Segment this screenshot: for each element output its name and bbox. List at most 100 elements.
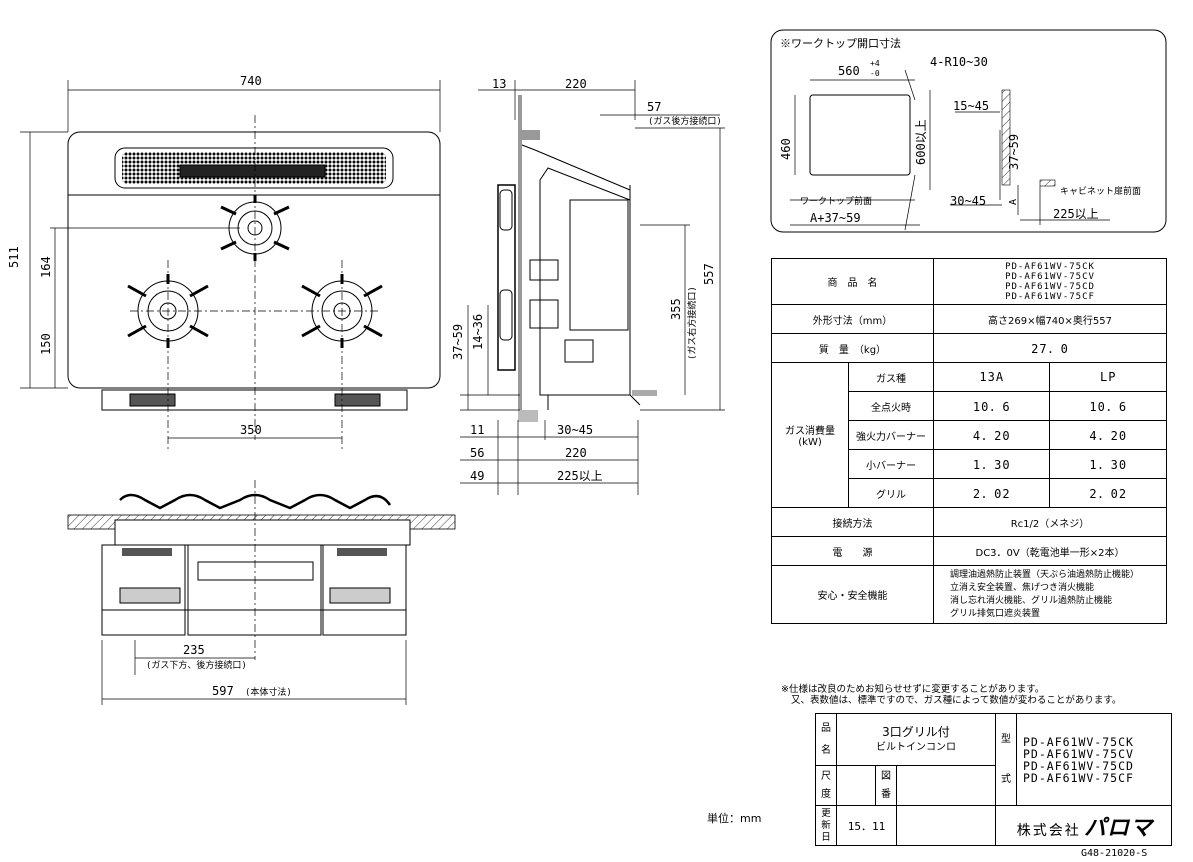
tb-model-3: PD-AF61WV-75CF — [1023, 770, 1134, 785]
connection-value: Rc1/2（メネジ） — [933, 507, 1167, 537]
gas-low-label: (ガス下方、後方接続口) — [146, 659, 247, 671]
row-value-lp: 4．20 — [1049, 420, 1167, 450]
cooktop-outline — [67, 131, 441, 389]
tb-blank — [896, 805, 996, 846]
paloma-logo: パロマ — [1083, 815, 1153, 841]
cabinet-label: キャビネット扉前面 — [1060, 185, 1141, 197]
row-value-13a: 10．6 — [932, 391, 1051, 421]
dim-30-45-opening: 30~45 — [950, 194, 986, 208]
dim-37-59-opening: 37~59 — [1007, 134, 1021, 170]
tb-shakudo: 尺 度 — [815, 765, 837, 806]
dim-radius: 4-R10~30 — [930, 55, 988, 69]
dim-a-37-59: A+37~59 — [810, 211, 861, 225]
tb-koushinbi: 更 新 日 — [815, 805, 837, 846]
spec-models: PD-AF61WV-75CK PD-AF61WV-75CV PD-AF61WV-… — [933, 258, 1167, 305]
gas-consumption-label: ガス消費量 (kW) — [771, 362, 849, 508]
gas-lp: LP — [1049, 362, 1167, 392]
dim-560-tol-plus: +4 — [870, 59, 880, 68]
spec-model-1: PD-AF61WV-75CV — [1005, 271, 1095, 282]
dim-600: 600以上 — [914, 119, 928, 165]
row-label: 強火力バーナー — [848, 420, 934, 450]
dim-a: A — [1008, 199, 1019, 205]
tb-katashiki: 型 式 — [995, 713, 1017, 806]
tb-zu: 図 — [881, 770, 891, 782]
opening-detail — [770, 29, 1167, 233]
tb-hinmei: 品 名 — [815, 713, 837, 766]
spec-model-0: PD-AF61WV-75CK — [1005, 261, 1095, 272]
dim-14-36: 14~36 — [471, 314, 485, 350]
body-label: (本体寸法) — [245, 686, 292, 698]
safety-lines: 調理油過熱防止装置（天ぷら油過熱防止機能） 立消え安全装置、焦げつき消火機能 消… — [933, 565, 1167, 624]
top-view — [20, 80, 441, 450]
dim-557: 557 — [702, 263, 716, 285]
safety-line-3: グリル排気口遮炎装置 — [950, 608, 1041, 619]
dim-560: 560 — [838, 64, 860, 78]
tb-kou: 更 — [821, 807, 831, 819]
safety-line-0: 調理油過熱防止装置（天ぷら油過熱防止機能） — [950, 569, 1140, 580]
row-value-lp: 1．30 — [1049, 449, 1167, 479]
front-elevation — [67, 480, 456, 705]
size-value: 高さ269×幅740×奥行557 — [933, 304, 1167, 334]
row-value-13a: 2．02 — [932, 478, 1051, 508]
spec-table: 商 品 名 PD-AF61WV-75CK PD-AF61WV-75CV PD-A… — [771, 258, 1167, 624]
tb-company: 株式会社 パロマ — [995, 805, 1172, 846]
tb-shaku: 尺 — [821, 770, 831, 782]
grill-vent — [114, 147, 394, 189]
tb-model-1: PD-AF61WV-75CV — [1023, 746, 1134, 761]
spec-model-2: PD-AF61WV-75CD — [1005, 281, 1095, 292]
dim-13: 13 — [492, 77, 506, 91]
row-label: 全点火時 — [848, 391, 934, 421]
tb-product-name-1: 3口グリル付 — [882, 724, 950, 739]
tb-shin: 新 — [821, 819, 831, 831]
note-line-2: 又、表数値は、標準ですので、ガス種によって数値が変わることがあります。 — [791, 695, 1122, 706]
tb-product-name: 3口グリル付 ビルトインコンロ — [836, 713, 996, 766]
note-line-1: ※仕様は改良のためお知らせせずに変更することがあります。 — [781, 684, 1045, 695]
gas-rear-label: (ガス後方接続口) — [648, 115, 722, 127]
power-value: DC3．0V（乾電池単一形×2本） — [933, 536, 1167, 566]
gas-13a: 13A — [932, 362, 1051, 392]
dim-597: 597 — [212, 684, 234, 698]
opening-title: ※ワークトップ開口寸法 — [780, 36, 901, 50]
tb-ban: 番 — [881, 788, 891, 800]
tb-date: 15．11 — [836, 805, 897, 846]
tb-hin: 品 — [821, 722, 831, 734]
gas-type-label: ガス種 — [848, 362, 934, 392]
dim-560-tol-minus: -0 — [870, 69, 880, 78]
tb-model-2: PD-AF61WV-75CD — [1023, 758, 1134, 773]
worktop-front-label: ワークトップ前面 — [800, 195, 872, 207]
title-block: 品 名 3口グリル付 ビルトインコンロ 型 式 PD-AF61WV-75CK P… — [815, 713, 1172, 846]
dim-30-45-side: 30~45 — [557, 423, 593, 437]
safety-label: 安心・安全機能 — [771, 565, 934, 624]
row-value-13a: 1．30 — [932, 449, 1051, 479]
connection-label: 接続方法 — [771, 507, 934, 537]
notes: ※仕様は改良のためお知らせせずに変更することがあります。 又、表数値は、標準です… — [781, 684, 1121, 706]
dim-49: 49 — [470, 469, 484, 483]
tb-mei: 名 — [821, 744, 831, 756]
dim-164: 164 — [39, 256, 53, 278]
safety-line-2: 消し忘れ消火機能、グリル過熱防止機能 — [950, 595, 1113, 606]
unit-label: 単位：mm — [707, 812, 762, 825]
dim-220-top: 220 — [565, 77, 587, 91]
tb-shiki: 式 — [1001, 773, 1011, 785]
spec-model-3: PD-AF61WV-75CF — [1005, 291, 1095, 302]
row-value-lp: 10．6 — [1049, 391, 1167, 421]
dim-460: 460 — [779, 138, 793, 160]
dim-511: 511 — [7, 246, 21, 268]
row-label: グリル — [848, 478, 934, 508]
tb-kata: 型 — [1001, 733, 1011, 745]
product-name-label: 商 品 名 — [771, 258, 934, 305]
tb-do: 度 — [821, 788, 831, 800]
dim-350: 350 — [240, 423, 262, 437]
dim-150: 150 — [39, 333, 53, 355]
tb-company-name: 株式会社 — [1016, 822, 1081, 839]
dim-56: 56 — [470, 446, 484, 460]
dim-37-59-side: 37~59 — [451, 324, 465, 360]
safety-line-1: 立消え安全装置、焦げつき消火機能 — [950, 582, 1095, 593]
dim-57: 57 — [647, 100, 661, 114]
size-label: 外形寸法（mm） — [771, 304, 934, 334]
mass-label: 質 量 （kg） — [771, 333, 934, 363]
dim-235: 235 — [183, 643, 205, 657]
power-label: 電 源 — [771, 536, 934, 566]
row-value-lp: 2．02 — [1049, 478, 1167, 508]
